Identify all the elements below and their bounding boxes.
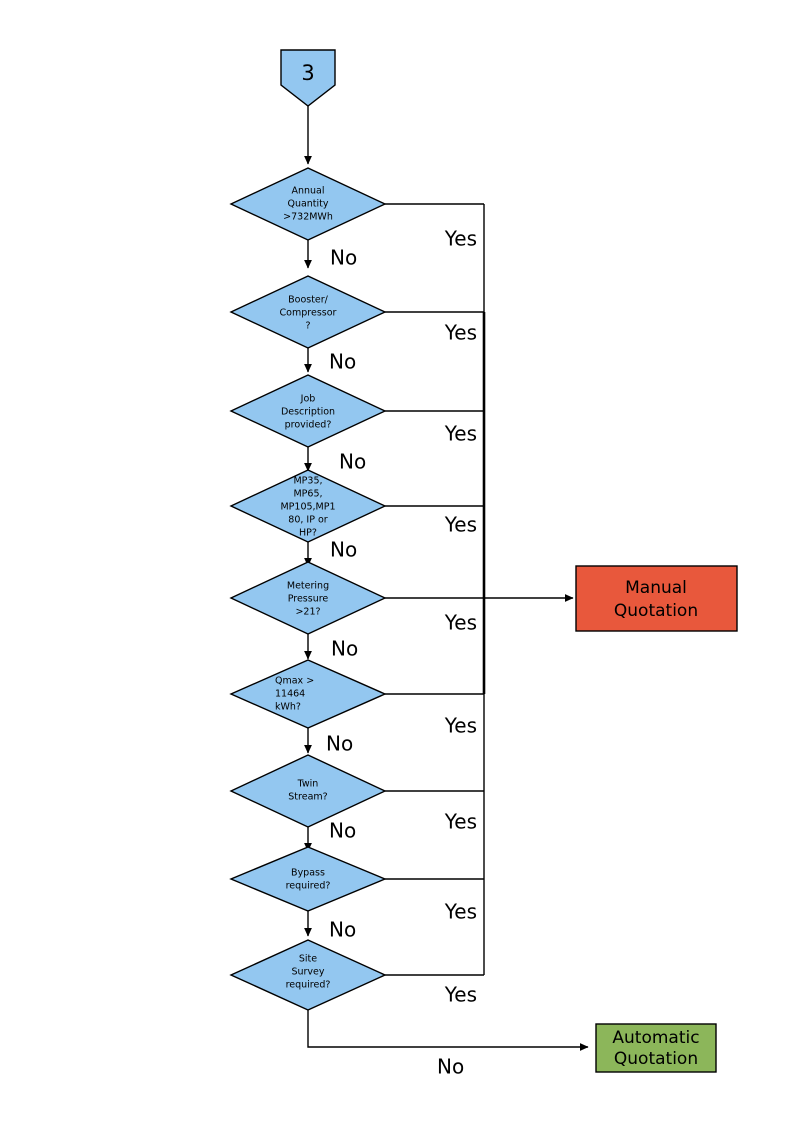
decision-meter-type[interactable]: MP35, MP65, MP105,MP1 80, IP or HP? [229,469,387,543]
edge-label-yes: Yes [444,513,477,537]
edge-label-yes: Yes [444,983,477,1007]
decision-line: Survey [291,967,324,978]
decision-line: Annual [291,186,324,197]
decision-line: required? [286,980,331,991]
edge-label-yes: Yes [444,714,477,738]
decision-line: Booster/ [288,295,329,306]
edge-label-no: No [330,246,357,270]
decision-line: Pressure [288,594,329,605]
edge-label-no: No [437,1055,464,1079]
decision-line: HP? [299,528,317,539]
start-connector-3[interactable]: 3 [280,49,336,107]
edge-label-yes: Yes [444,810,477,834]
decision-line: 80, IP or [288,515,327,526]
outcome-automatic-quotation[interactable]: Automatic Quotation [595,1023,717,1073]
decision-line: Twin [297,779,319,790]
edge-label-yes: Yes [444,422,477,446]
decision-line: provided? [285,420,332,431]
decision-annual-quantity[interactable]: Annual Quantity >732MWh [229,167,387,241]
decision-line: Compressor [280,308,337,319]
outcome-line: Manual [625,578,687,598]
decision-line: kWh? [275,702,301,713]
decision-line: MP35, [293,476,322,487]
decision-line: Stream? [288,792,327,803]
decision-line: Job [300,394,316,405]
decision-metering-pressure[interactable]: Metering Pressure >21? [229,561,387,635]
decision-line: Metering [287,581,329,592]
decision-job-description[interactable]: Job Description provided? [229,374,387,448]
decision-line: Description [281,407,335,418]
decision-line: required? [286,881,331,892]
outcome-manual-quotation[interactable]: Manual Quotation [575,565,738,632]
decision-twin-stream[interactable]: Twin Stream? [229,754,387,828]
decision-line: ? [305,321,310,332]
outcome-line: Automatic [612,1028,699,1048]
edge-label-yes: Yes [444,900,477,924]
edge-label-no: No [330,538,357,562]
start-connector-label: 3 [301,61,314,85]
edge-label-no: No [331,637,358,661]
decision-line: Qmax > [275,676,314,687]
edge-label-yes: Yes [444,227,477,251]
decision-line: MP65, [293,489,322,500]
outcome-line: Quotation [614,1049,698,1069]
decision-line: >21? [295,607,320,618]
decision-line: Site [299,954,317,965]
decision-qmax[interactable]: Qmax > 11464 kWh? [229,659,387,729]
diamond-shape [229,659,387,729]
diamond-shape [229,846,387,912]
decision-line: >732MWh [283,212,333,223]
edge-label-yes: Yes [444,321,477,345]
decision-line: Bypass [291,868,325,879]
edge-label-no: No [329,918,356,942]
pentagon-shape [280,49,336,107]
decision-line: MP105,MP1 [280,502,335,513]
edge-site-survey-no-to-automatic [307,1010,589,1051]
outcome-line: Quotation [614,601,698,621]
manual-quotation-box [575,565,738,632]
automatic-quotation-box [595,1023,717,1073]
edge-label-no: No [339,450,366,474]
edge-label-no: No [326,732,353,756]
decision-bypass[interactable]: Bypass required? [229,846,387,912]
edge-label-yes: Yes [444,611,477,635]
edge-label-no: No [329,350,356,374]
decision-site-survey[interactable]: Site Survey required? [229,939,387,1011]
edge-label-no: No [329,819,356,843]
decision-line: 11464 [275,689,305,700]
decision-line: Quantity [287,199,328,210]
decision-booster-compressor[interactable]: Booster/ Compressor ? [229,275,387,349]
